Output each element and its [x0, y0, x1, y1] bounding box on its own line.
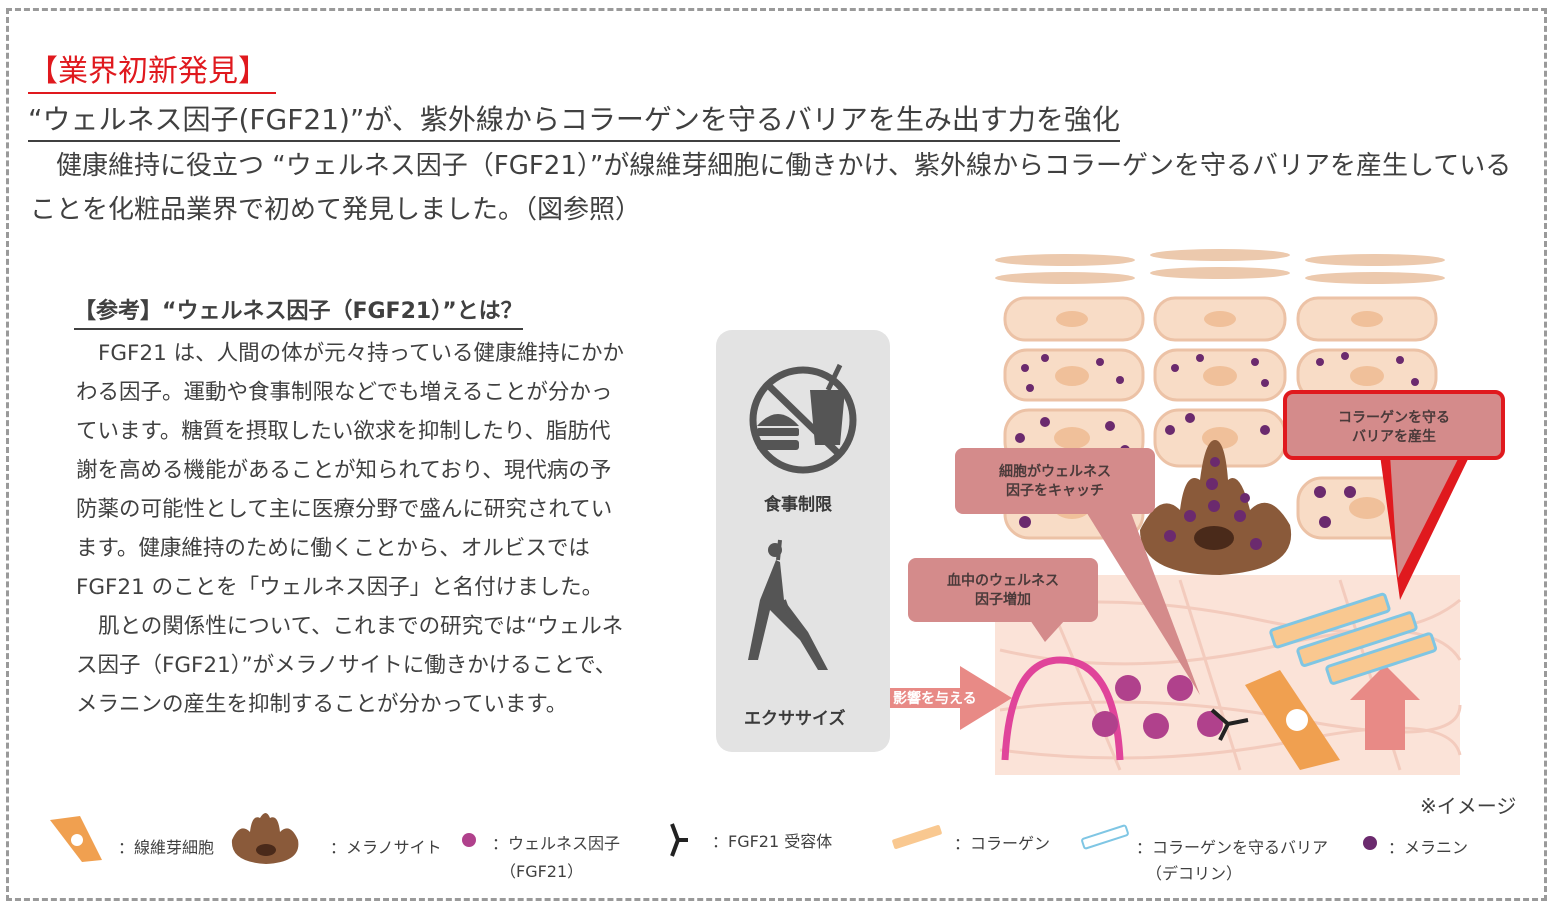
no-food-icon — [749, 363, 857, 474]
legend-fibroblast: ：線維芽細胞 — [118, 838, 215, 857]
reference-title: 【参考】“ウェルネス因子（FGF21）”とは？ — [74, 293, 523, 330]
receptor-legend-icon — [670, 823, 688, 857]
callout-cell: 細胞がウェルネス 因子をキャッチ — [955, 448, 1155, 514]
wellness-factor-legend-icon — [462, 833, 476, 847]
exercise-label: エクササイズ — [744, 709, 846, 729]
callout-cell-pointer — [1085, 510, 1200, 695]
legend-icons — [50, 813, 1377, 864]
legend-wellness-factor-sub: （FGF21） — [500, 862, 584, 881]
melanocyte-legend-icon — [231, 813, 299, 864]
legend-wellness-factor: ：ウェルネス因子 — [492, 834, 621, 853]
diet-label: 食事制限 — [764, 495, 832, 515]
collagen-barrier — [1269, 592, 1438, 685]
exercise-icon — [748, 539, 828, 670]
collagen-legend-icon — [892, 825, 942, 849]
headline: “ウェルネス因子(FGF21)”が、紫外線からコラーゲンを守るバリアを生み出す力… — [28, 98, 1120, 142]
melanin-legend-icon — [1363, 836, 1377, 850]
influence-arrow — [890, 666, 1012, 730]
header-tag: 【業界初新発見】 — [28, 46, 276, 94]
legend-melanin: ：メラニン — [1388, 838, 1469, 857]
melanocyte-cell — [1140, 440, 1292, 575]
reference-paragraph-2: 肌との関係性について、これまでの研究では“ウェルネス因子（FGF21）”がメラノ… — [76, 614, 624, 717]
callout-blood-pointer — [1030, 620, 1065, 642]
dashed-frame — [6, 8, 1547, 901]
callout-blood: 血中のウェルネス 因子増加 — [908, 558, 1098, 622]
legend-barrier-sub: （デコリン） — [1146, 864, 1243, 883]
legend-melanocyte: ：メラノサイト — [330, 838, 442, 857]
image-note: ※イメージ — [1420, 794, 1517, 818]
stratum-corneum — [995, 249, 1445, 284]
fgf21-receptor — [1210, 708, 1249, 741]
legend-receptor: ：FGF21 受容体 — [712, 832, 833, 851]
reference-body: FGF21 は、人間の体が元々持っている健康維持にかかわる因子。運動や食事制限な… — [76, 334, 628, 724]
wellness-factors — [1092, 675, 1223, 739]
reference-paragraph-1: FGF21 は、人間の体が元々持っている健康維持にかかわる因子。運動や食事制限な… — [76, 341, 625, 600]
skin-diagram — [716, 249, 1470, 775]
fibroblast-cell — [1245, 670, 1340, 770]
upward-arrow — [1350, 665, 1420, 750]
icon-panel — [716, 330, 890, 752]
legend-collagen: ：コラーゲン — [954, 834, 1051, 853]
callout-barrier: コラーゲンを守る バリアを産生 — [1283, 390, 1505, 460]
blood-vessel — [1001, 656, 1124, 761]
influence-arrow-label: 影響を与える — [893, 691, 977, 707]
legend-barrier: ：コラーゲンを守るバリア — [1136, 838, 1329, 857]
intro-text: 健康維持に役立つ “ウェルネス因子（FGF21）”が線維芽細胞に働きかけ、紫外線… — [30, 151, 1512, 225]
callout-barrier-pointer-fill — [1390, 455, 1460, 578]
fibroblast-legend-icon — [50, 816, 102, 862]
barrier-legend-icon — [1081, 824, 1129, 850]
